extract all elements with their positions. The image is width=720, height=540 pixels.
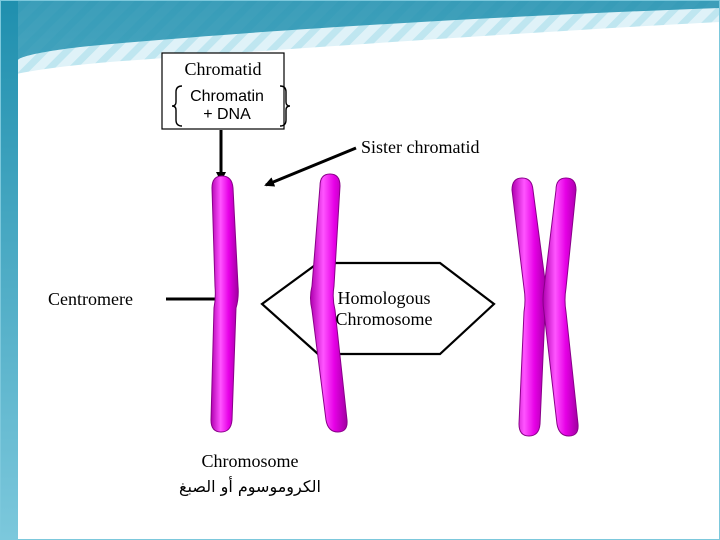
chromatid-right-b <box>542 177 579 437</box>
chromatid-left-b <box>310 173 348 433</box>
right-brace-icon <box>279 85 291 127</box>
chromosome-arabic-label: الكروموسوم أو الصبغ <box>179 476 321 497</box>
left-brace-icon <box>171 85 183 127</box>
dna-label: + DNA <box>203 106 251 123</box>
homologous-label: Homologous <box>337 288 430 308</box>
chromosome-label: Chromosome <box>202 451 299 471</box>
chromatid-box: Chromatid Chromatin + DNA <box>161 52 291 130</box>
chromatid-right-a <box>511 177 548 437</box>
chromosome-right <box>511 177 579 437</box>
chromatin-label: Chromatin <box>190 88 264 105</box>
homologous-chromosome-label: Chromosome <box>336 309 433 329</box>
centromere-label: Centromere <box>48 289 133 309</box>
chromatid-box-border <box>161 52 285 130</box>
sister-chromatid-arrow <box>264 146 357 187</box>
chromatid-label: Chromatid <box>185 59 262 79</box>
chromatid-left-a <box>210 175 239 433</box>
sister-chromatid-label: Sister chromatid <box>361 137 479 157</box>
chromosome-left <box>210 173 348 433</box>
